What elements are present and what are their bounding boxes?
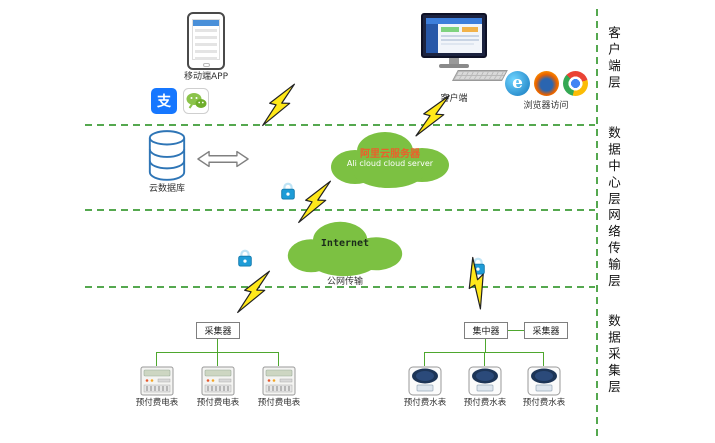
connector-line bbox=[217, 339, 218, 352]
connector-line bbox=[484, 352, 485, 366]
collector-left-label: 采集器 bbox=[204, 327, 232, 337]
chrome-browser-icon bbox=[563, 71, 588, 96]
alipay-icon: 支 bbox=[151, 88, 177, 114]
lightning-bolt-icon bbox=[415, 95, 450, 137]
mobile-phone-icon bbox=[187, 12, 225, 70]
lightning-bolt-icon bbox=[298, 180, 332, 224]
mobile-app-label: 移动端APP bbox=[183, 72, 228, 82]
water-meter-icon bbox=[408, 366, 442, 396]
connector-line bbox=[485, 339, 486, 352]
cloud-db-label: 云数据库 bbox=[148, 184, 185, 194]
ie-browser-icon: e bbox=[505, 71, 530, 96]
concentrator-box: 集中器 bbox=[464, 322, 508, 339]
monitor-stand-neck bbox=[449, 58, 459, 64]
connector-line bbox=[543, 352, 544, 366]
connector-line bbox=[278, 352, 279, 366]
client-label: 客户端 bbox=[440, 94, 468, 104]
firefox-browser-icon bbox=[534, 71, 559, 96]
layer-label-client: 客户端层 bbox=[606, 26, 621, 92]
water-meter-icon bbox=[527, 366, 561, 396]
lock-icon bbox=[281, 182, 295, 200]
layer-separator-line-3 bbox=[85, 286, 595, 288]
lightning-bolt-icon bbox=[262, 83, 296, 127]
electric-meter-label: 预付费电表 bbox=[196, 398, 240, 408]
ali-cloud-subtitle: Ali cloud cloud server bbox=[346, 159, 434, 168]
water-meter-label: 预付费水表 bbox=[403, 398, 447, 408]
electric-meter-label: 预付费电表 bbox=[257, 398, 301, 408]
water-meter-label: 预付费水表 bbox=[522, 398, 566, 408]
electric-meter-icon bbox=[262, 366, 296, 396]
ie-glyph: e bbox=[512, 73, 523, 93]
water-meter-icon bbox=[468, 366, 502, 396]
cloud-database-icon bbox=[148, 130, 186, 181]
ali-cloud-title: 阿里云服务器 bbox=[360, 149, 420, 160]
electric-meter-label: 预付费电表 bbox=[135, 398, 179, 408]
connector-line bbox=[217, 352, 218, 366]
layer-label-network: 网络传输层 bbox=[606, 208, 621, 291]
desktop-monitor-icon bbox=[421, 13, 487, 58]
concentrator-label: 集中器 bbox=[472, 327, 500, 337]
lightning-bolt-icon bbox=[468, 256, 484, 310]
browser-access-label: 浏览器访问 bbox=[523, 101, 569, 111]
ali-cloud-icon bbox=[331, 132, 449, 188]
collector-box-left: 采集器 bbox=[196, 322, 240, 339]
layer-separator-line-2 bbox=[85, 209, 595, 211]
layer-label-collection: 数据采集层 bbox=[606, 314, 621, 397]
collector-right-label: 采集器 bbox=[532, 327, 560, 337]
sync-arrow-icon bbox=[197, 150, 249, 168]
electric-meter-icon bbox=[201, 366, 235, 396]
water-meter-label: 预付费水表 bbox=[463, 398, 507, 408]
internet-label: Internet bbox=[320, 238, 370, 249]
connector-line bbox=[508, 330, 524, 331]
electric-meter-icon bbox=[140, 366, 174, 396]
internet-cloud-icon bbox=[287, 221, 403, 277]
monitor-stand-base bbox=[439, 64, 469, 68]
lock-icon bbox=[238, 249, 252, 267]
layer-label-datacenter: 数据中心层 bbox=[606, 126, 621, 209]
monitor-screen-content bbox=[426, 18, 482, 53]
public-network-label: 公网传输 bbox=[326, 277, 363, 287]
collector-box-right: 采集器 bbox=[524, 322, 568, 339]
layer-separator-line-1 bbox=[85, 124, 595, 126]
wechat-icon bbox=[183, 88, 209, 114]
layer-separator-line-vertical bbox=[596, 8, 598, 436]
connector-line bbox=[424, 352, 425, 366]
phone-home-button bbox=[202, 63, 210, 67]
keyboard-icon bbox=[452, 70, 508, 81]
phone-screen bbox=[192, 19, 220, 60]
lightning-bolt-icon bbox=[237, 270, 271, 314]
connector-line bbox=[156, 352, 157, 366]
